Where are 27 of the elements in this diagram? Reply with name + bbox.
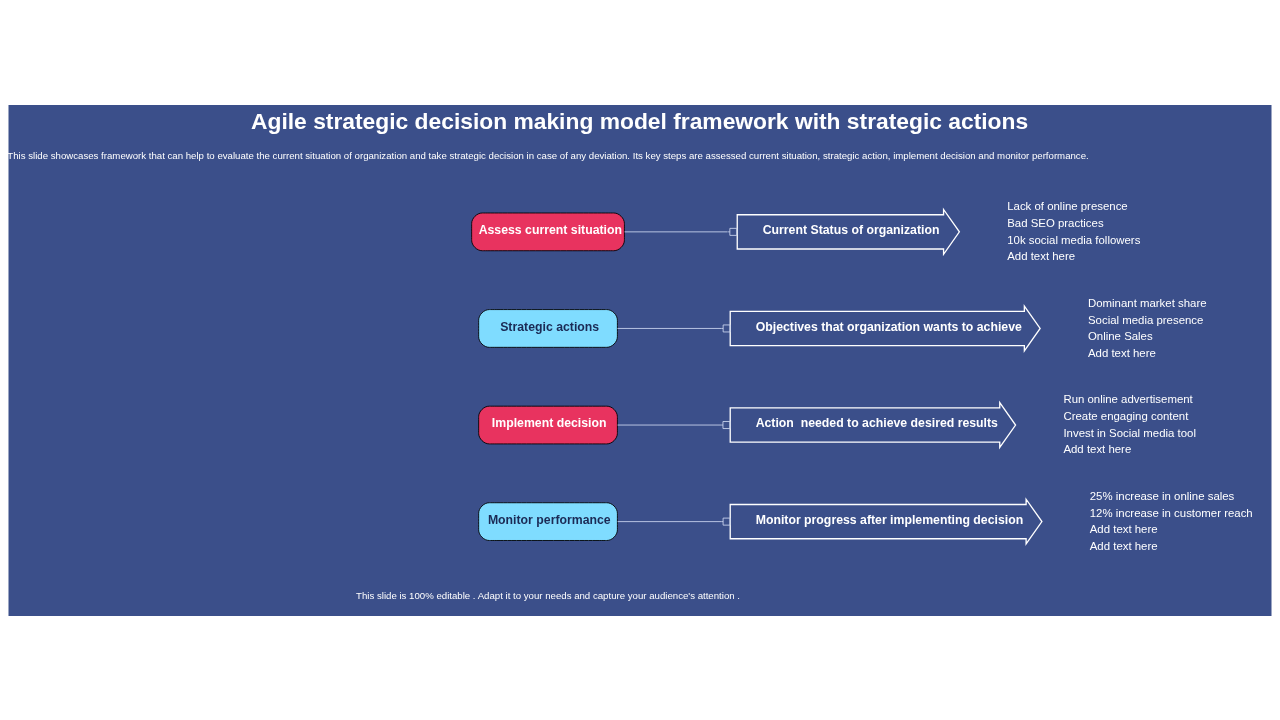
node-label: Add text here: [1089, 522, 1158, 535]
connector: [617, 420, 731, 429]
diagram-title: Agile strategic decision making model framework with strategic actions: [251, 107, 1029, 134]
node-label: 10k social media followers: [1007, 233, 1141, 246]
node-label: 12% increase in customer reach: [1089, 506, 1253, 519]
node-box: Strategic actions: [478, 308, 618, 348]
connector: [624, 227, 738, 236]
node-label: Invest in Social media tool: [1063, 426, 1196, 439]
node-label: Dominant market share: [1088, 296, 1207, 309]
connector: [617, 324, 731, 332]
node-label: Add text here: [1088, 346, 1156, 359]
node-label: Online Sales: [1088, 329, 1153, 342]
node-box: Implement decision: [478, 405, 618, 444]
node-label: Add text here: [1063, 442, 1132, 455]
node-label: Add text here: [1007, 249, 1076, 262]
caption: This slide is 100% editable . Adapt it to your needs and capture your audience's attention .: [356, 589, 741, 601]
node-box: Monitor performance: [478, 501, 618, 541]
node-label: Add text here: [1089, 539, 1158, 552]
node-label: Create engaging content: [1063, 409, 1189, 422]
node-label: Social media presence: [1088, 313, 1204, 326]
connector: [617, 517, 731, 526]
label: This slide showcases framework that can help to evaluate the current situation of organization and take strategic decision in case of any deviation. Its key steps are assessed current situation, strategic action, implement decision and monitor performance.: [7, 149, 1089, 161]
node-box: Assess current situation: [471, 212, 625, 251]
node-label: Lack of online presence: [1007, 199, 1128, 212]
node-label: 25% increase in online sales: [1089, 489, 1235, 502]
node-label: Run online advertisement: [1063, 392, 1193, 405]
node-label: Bad SEO practices: [1007, 216, 1104, 229]
